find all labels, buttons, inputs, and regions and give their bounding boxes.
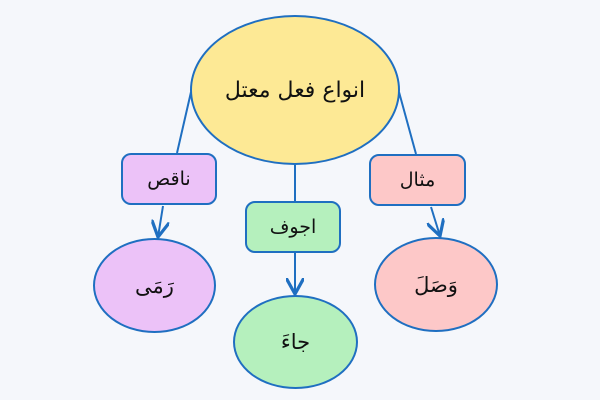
category-ajwaf-label: اجوف: [269, 216, 317, 238]
arrow-mithal-example: [431, 206, 440, 236]
arrow-naqis-example: [158, 205, 163, 237]
example-ajwaf-label: جاءَ: [280, 330, 311, 354]
line-root-naqis: [176, 91, 192, 154]
category-naqis: ناقص: [121, 153, 217, 205]
root-node: انواع فعل معتل: [190, 15, 400, 165]
example-ajwaf: جاءَ: [233, 295, 358, 389]
category-ajwaf: اجوف: [245, 201, 341, 253]
line-root-mithal: [398, 91, 417, 155]
example-mithal: وَصَلَ: [374, 237, 498, 332]
category-naqis-label: ناقص: [147, 168, 191, 190]
category-mithal: مثال: [369, 154, 466, 206]
category-mithal-label: مثال: [399, 169, 436, 191]
example-naqis: رَمَى: [93, 238, 216, 333]
example-mithal-label: وَصَلَ: [414, 272, 458, 297]
root-label: انواع فعل معتل: [224, 77, 366, 103]
example-naqis-label: رَمَى: [135, 273, 174, 298]
